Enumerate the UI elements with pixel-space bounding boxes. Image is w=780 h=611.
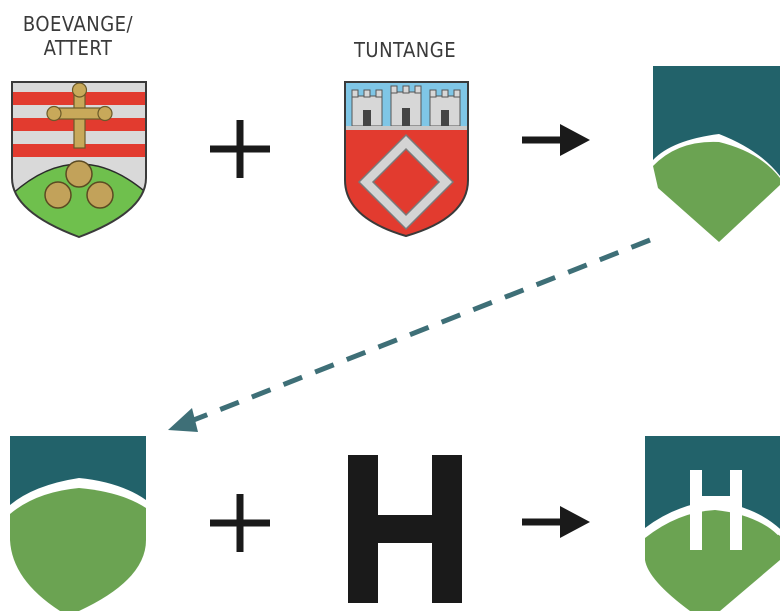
- final-logo: [643, 436, 780, 611]
- label-boevange-attert: BOEVANGE/ ATTERT: [0, 12, 156, 60]
- label-boevange-line2: ATTERT: [43, 36, 113, 60]
- dashed-arrow-back: [168, 237, 651, 432]
- plus-sign-bottom: [210, 494, 270, 552]
- tuntange-coat-of-arms: [344, 81, 469, 238]
- merged-shield-bottom: [10, 436, 146, 611]
- boevange-attert-coat-of-arms: [11, 81, 147, 239]
- arrow-right-bottom: [522, 506, 590, 538]
- label-boevange-line1: BOEVANGE/: [22, 12, 134, 36]
- plus-sign-top: [210, 120, 270, 178]
- label-tuntange: TUNTANGE: [353, 38, 457, 62]
- merged-shield-top: [653, 66, 780, 242]
- arrow-right-top: [522, 124, 590, 156]
- letter-h: [348, 455, 462, 603]
